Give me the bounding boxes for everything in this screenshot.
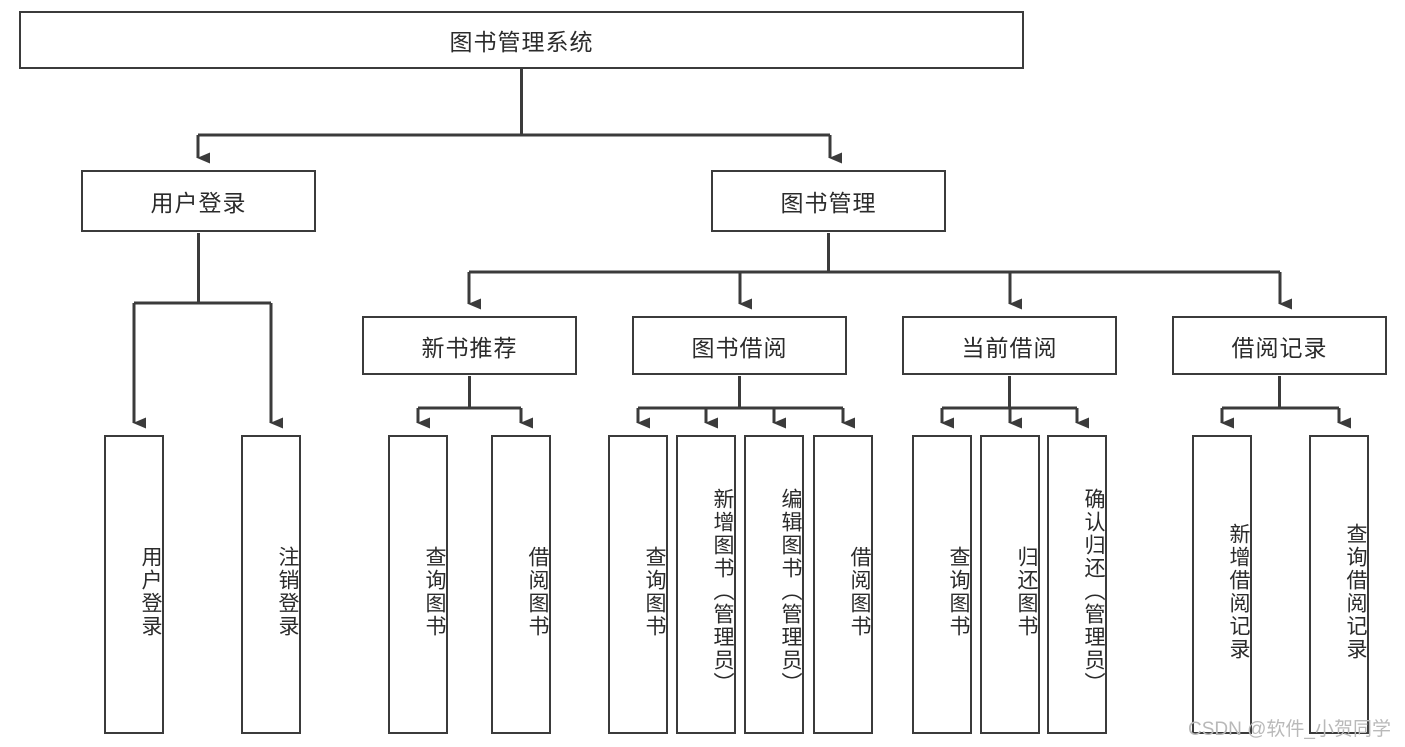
node-leaf-query-book-recommend[interactable]: 查询图书: [388, 435, 448, 734]
node-label: 查询图书: [643, 545, 666, 638]
node-label: 新增借阅记录: [1227, 522, 1250, 661]
node-leaf-borrow-book-recommend[interactable]: 借阅图书: [491, 435, 551, 734]
csdn-watermark: CSDN @软件_小贺同学: [1188, 719, 1391, 740]
node-label: 查询借阅记录: [1344, 522, 1367, 661]
node-label: 用户登录: [139, 545, 162, 638]
node-label: 用户登录: [150, 190, 247, 216]
node-label: 借阅图书: [526, 545, 549, 638]
node-leaf-add-book-admin[interactable]: 新增图书（管理员）: [676, 435, 736, 734]
node-leaf-edit-book-admin[interactable]: 编辑图书（管理员）: [744, 435, 804, 734]
node-leaf-confirm-return-admin[interactable]: 确认归还（管理员）: [1047, 435, 1107, 734]
node-leaf-add-borrow-record[interactable]: 新增借阅记录: [1192, 435, 1252, 734]
node-borrow-record[interactable]: 借阅记录: [1172, 316, 1387, 375]
node-leaf-query-book-current[interactable]: 查询图书: [912, 435, 972, 734]
node-leaf-user-login[interactable]: 用户登录: [104, 435, 164, 734]
node-label: 确认归还（管理员）: [1082, 488, 1105, 695]
node-new-book-recommend[interactable]: 新书推荐: [362, 316, 577, 375]
node-label: 图书管理系统: [449, 29, 594, 55]
node-book-management[interactable]: 图书管理: [711, 170, 946, 232]
node-label: 注销登录: [276, 545, 299, 638]
node-leaf-query-book-borrow[interactable]: 查询图书: [608, 435, 668, 734]
node-leaf-return-book[interactable]: 归还图书: [980, 435, 1040, 734]
node-label: 查询图书: [947, 545, 970, 638]
node-label: 借阅图书: [848, 545, 871, 638]
node-leaf-logout[interactable]: 注销登录: [241, 435, 301, 734]
node-user-login[interactable]: 用户登录: [81, 170, 316, 232]
node-leaf-borrow-book[interactable]: 借阅图书: [813, 435, 873, 734]
node-book-borrow[interactable]: 图书借阅: [632, 316, 847, 375]
node-label: 图书借阅: [691, 334, 788, 361]
node-label: 当前借阅: [961, 334, 1058, 361]
node-leaf-query-borrow-record[interactable]: 查询借阅记录: [1309, 435, 1369, 734]
node-label: 归还图书: [1015, 545, 1038, 638]
node-label: 编辑图书（管理员）: [779, 488, 802, 695]
node-label: 借阅记录: [1231, 334, 1328, 361]
node-label: 新增图书（管理员）: [711, 488, 734, 695]
node-root-system[interactable]: 图书管理系统: [19, 11, 1024, 69]
node-current-borrow[interactable]: 当前借阅: [902, 316, 1117, 375]
node-label: 新书推荐: [421, 334, 518, 361]
node-label: 查询图书: [423, 545, 446, 638]
node-label: 图书管理: [780, 190, 877, 216]
